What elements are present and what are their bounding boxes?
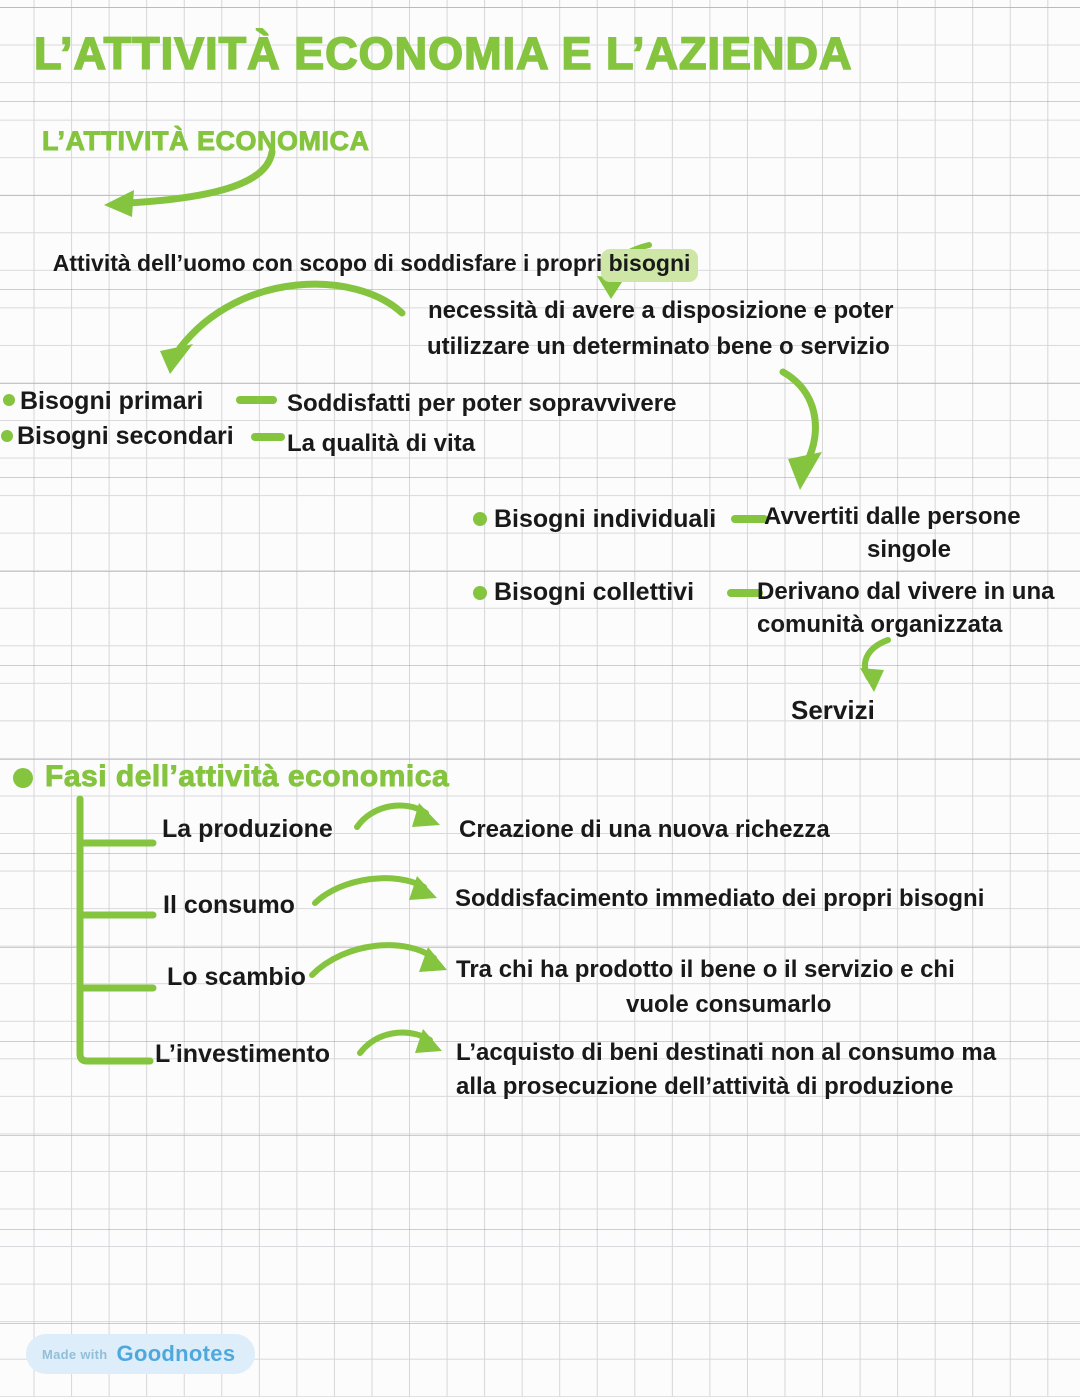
- watermark-prefix: Made with: [42, 1346, 108, 1362]
- desc-collettivi-line2: comunità organizzata: [757, 611, 1003, 638]
- arrow-definition-to-individuali: [779, 368, 822, 490]
- label-consumo: Il consumo: [163, 891, 295, 919]
- needs-definition-line2: utilizzare un determinato bene o servizi…: [427, 333, 890, 360]
- phases-heading: Fasi dell’attività economica: [45, 760, 450, 794]
- intro-highlighted-word: bisogni: [600, 249, 699, 283]
- bullet-fasi-icon: [13, 768, 33, 788]
- desc-bisogni-secondari: La qualità di vita: [287, 430, 476, 457]
- goodnotes-logo: Goodnotes: [116, 1341, 236, 1366]
- phases-tree-lines: [76, 795, 157, 1065]
- bullet-primari-icon: [3, 394, 15, 406]
- desc-investimento-line2: alla prosecuzione dell’attività di produ…: [456, 1073, 954, 1100]
- arrow-comunita-to-servizi: [860, 637, 891, 692]
- desc-produzione: Creazione di una nuova richezza: [459, 816, 830, 843]
- label-scambio: Lo scambio: [167, 963, 306, 991]
- label-bisogni-individuali: Bisogni individuali: [494, 505, 717, 533]
- label-investimento: L’investimento: [155, 1040, 331, 1068]
- label-bisogni-collettivi: Bisogni collettivi: [494, 578, 695, 606]
- servizi-label: Servizi: [791, 695, 875, 725]
- desc-individuali-line1: Avvertiti dalle persone: [764, 503, 1021, 530]
- desc-collettivi-line1: Derivano dal vivere in una: [757, 578, 1055, 605]
- label-produzione: La produzione: [162, 815, 333, 843]
- section-title: L’ATTIVITÀ ECONOMICA: [42, 126, 370, 157]
- arrow-consumo: [312, 875, 437, 906]
- needs-definition-line1: necessità di avere a disposizione e pote…: [428, 297, 894, 324]
- desc-investimento-line1: L’acquisto di beni destinati non al cons…: [456, 1039, 997, 1066]
- desc-individuali-line2: singole: [867, 536, 952, 563]
- bullet-individuali-icon: [473, 512, 487, 526]
- label-bisogni-secondari: Bisogni secondari: [17, 422, 234, 450]
- intro-sentence: Attività dell’uomo con scopo di soddisfa…: [28, 224, 699, 303]
- bullet-collettivi-icon: [473, 586, 487, 600]
- arrow-economica-to-attivita: [104, 148, 276, 217]
- link-dashes: [236, 396, 768, 597]
- arrow-scambio: [309, 942, 447, 978]
- label-bisogni-primari: Bisogni primari: [20, 387, 204, 415]
- intro-text: Attività dell’uomo con scopo di soddisfa…: [52, 250, 609, 277]
- desc-consumo: Soddisfacimento immediato dei propri bis…: [455, 885, 985, 912]
- goodnotes-watermark: Made with Goodnotes: [26, 1334, 256, 1374]
- bullet-secondari-icon: [1, 430, 13, 442]
- page-title: L’ATTIVITÀ ECONOMIA E L’AZIENDA: [33, 27, 853, 80]
- arrow-produzione: [354, 802, 440, 830]
- desc-scambio-line2: vuole consumarlo: [626, 991, 832, 1018]
- arrow-investimento: [357, 1029, 442, 1056]
- desc-scambio-line1: Tra chi ha prodotto il bene o il servizi…: [456, 956, 955, 983]
- desc-bisogni-primari: Soddisfatti per poter sopravvivere: [287, 390, 677, 417]
